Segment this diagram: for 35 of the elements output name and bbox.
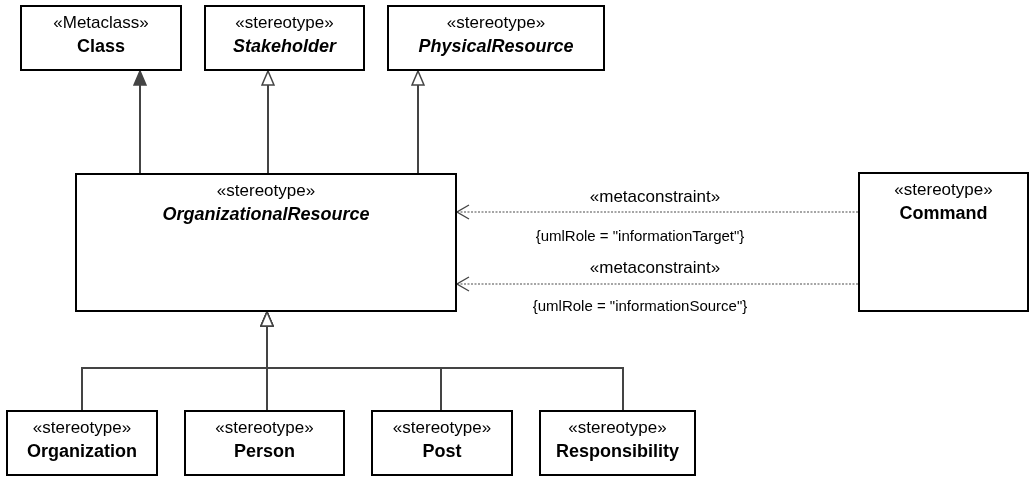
stereotype-label: «stereotype»	[216, 180, 316, 202]
stereotype-box	[184, 410, 345, 476]
stereotype-label: «stereotype»	[894, 179, 993, 201]
stereotype-label: «stereotype»	[392, 417, 492, 439]
dependency-arrow	[456, 276, 859, 292]
stereotype-box	[204, 5, 365, 71]
stereotype-label: «stereotype»	[215, 417, 314, 439]
stereotype-label: «stereotype»	[568, 417, 667, 439]
constraint-text: {umlRole = "informationTarget"}	[535, 227, 745, 245]
generalization-arrow	[411, 70, 425, 174]
stereotype-label: «stereotype»	[235, 12, 334, 34]
stereotype-box	[371, 410, 513, 476]
generalization-arrow	[133, 70, 147, 174]
generalization-arrow	[261, 70, 275, 174]
class-name: Stakeholder	[232, 35, 336, 58]
dependency-arrow	[456, 204, 859, 220]
stereotype-box	[387, 5, 605, 71]
class-name: PhysicalResource	[418, 35, 574, 58]
stereotype-box	[858, 172, 1029, 312]
class-name: Post	[422, 440, 462, 463]
class-name: Command	[899, 202, 988, 225]
stereotype-label: «stereotype»	[32, 417, 132, 439]
class-name: Responsibility	[556, 440, 679, 463]
stereotype-box	[20, 5, 182, 71]
stereotype-box	[539, 410, 696, 476]
stereotype-label: «stereotype»	[446, 12, 546, 34]
class-name: OrganizationalResource	[162, 203, 370, 226]
class-name: Class	[76, 35, 125, 58]
generalization-arrow	[260, 311, 624, 411]
constraint-text: {umlRole = "informationSource"}	[532, 297, 748, 315]
stereotype-label: «Metaclass»	[53, 12, 149, 34]
class-name: Organization	[27, 440, 137, 463]
stereotype-box	[6, 410, 158, 476]
class-name: Person	[234, 440, 295, 463]
stereotype-box	[75, 173, 457, 312]
